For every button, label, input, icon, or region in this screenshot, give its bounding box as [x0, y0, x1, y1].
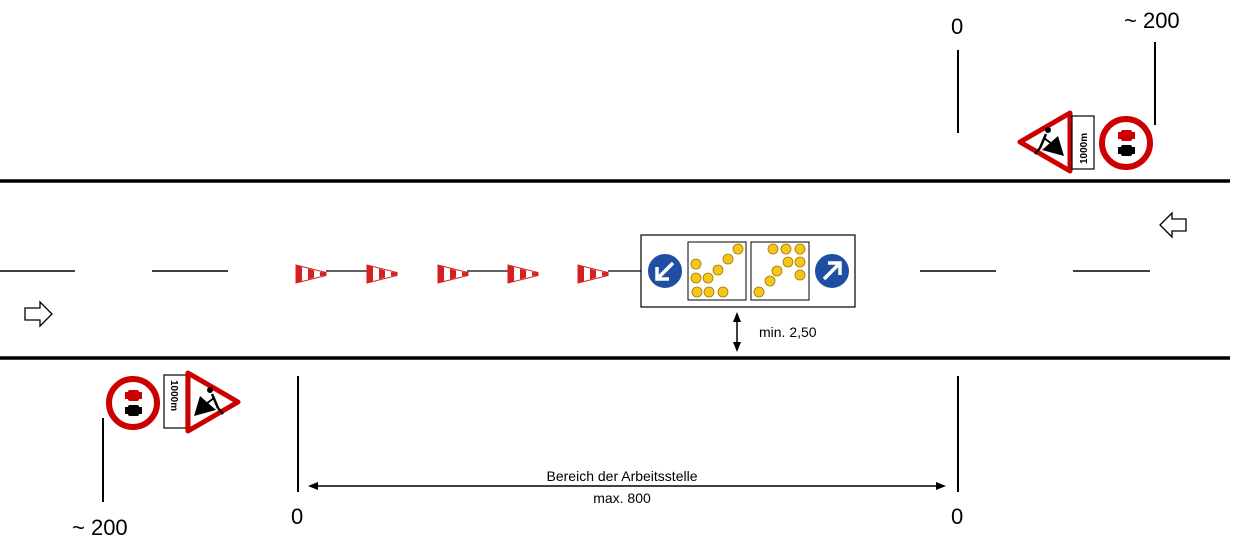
warning-light-panel-icon: [640, 234, 856, 308]
arrow-right-icon: [24, 300, 53, 328]
traffic-cone-icon: [507, 264, 539, 284]
no-overtaking-sign-icon: [1102, 119, 1150, 167]
keep-right-sign-icon: [813, 252, 851, 290]
traffic-cone-row: [295, 264, 642, 284]
traffic-cone-icon: [366, 264, 398, 284]
supplementary-plate-bottom: 1000m: [163, 374, 187, 429]
sign-group-bottom: 1000m: [109, 373, 238, 431]
traffic-cone-icon: [295, 264, 327, 284]
top-distance-label: ~ 200: [1124, 8, 1180, 33]
work-zone-title: Bereich der Arbeitsstelle: [547, 468, 698, 484]
svg-text:1000m: 1000m: [168, 380, 179, 411]
keep-left-sign-icon: [646, 252, 684, 290]
supplementary-plate-top: 1000m: [1071, 115, 1095, 170]
traffic-cone-icon: [577, 264, 609, 284]
min-width-label: min. 2,50: [759, 324, 817, 340]
traffic-cone-icon: [437, 264, 469, 284]
roadworks-warning-sign-icon: [1020, 113, 1070, 171]
work-zone-max-length: max. 800: [593, 490, 651, 506]
roadworks-warning-sign-icon: [188, 373, 238, 431]
svg-text:1000m: 1000m: [1079, 133, 1090, 164]
bottom-zero-right-label: 0: [951, 504, 963, 529]
no-overtaking-sign-icon: [109, 379, 157, 427]
bottom-zero-left-label: 0: [291, 504, 303, 529]
arrow-left-icon: [1159, 211, 1187, 239]
bottom-distance-label: ~ 200: [72, 515, 128, 540]
top-zero-label: 0: [951, 14, 963, 39]
sign-group-top: 1000m: [1020, 113, 1150, 171]
